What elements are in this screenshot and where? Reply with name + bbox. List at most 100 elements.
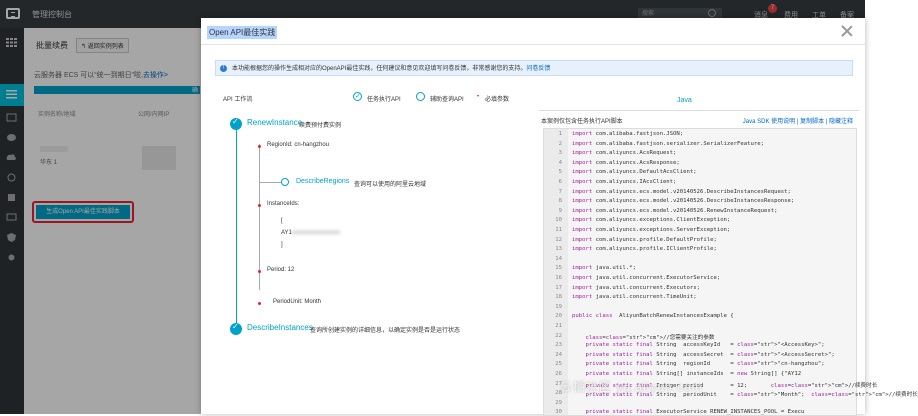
- page-title: 批量续费: [36, 41, 68, 50]
- line-number: 6: [558, 179, 562, 185]
- redacted-name: [40, 146, 68, 152]
- line-number: 30: [555, 409, 562, 416]
- back-to-list-button[interactable]: ↰ 返回实例列表: [76, 38, 129, 53]
- code-panel: Java 本案例仅包含任务执行API脚本 Java SDK 使用说明 | 复制脚…: [539, 92, 918, 416]
- line-number: 14: [555, 255, 562, 262]
- redacted-ip: [142, 146, 176, 170]
- cloud-icon[interactable]: [6, 153, 17, 162]
- nav-messages[interactable]: 消息: [754, 12, 768, 19]
- monitor-icon[interactable]: [6, 213, 17, 222]
- code-line: private static final ExecutorService REN…: [585, 409, 805, 416]
- param-period-unit: PeriodUnit: Month: [273, 299, 322, 305]
- code-line: private static final String accessSecret…: [585, 351, 835, 358]
- api-describe-instances[interactable]: DescribeInstances: [247, 323, 313, 332]
- line-number: 5: [558, 169, 562, 176]
- line-number: 24: [555, 351, 562, 358]
- info-icon: !: [220, 65, 227, 72]
- param-instance-ids: InstanceIds:: [267, 201, 300, 207]
- code-line: private static final String[] instanceId…: [585, 371, 802, 377]
- code-line: public class AliyunBatchRenewInstancesEx…: [572, 313, 734, 320]
- describe-regions-desc: 查询可以使用的阿里云地域: [354, 182, 427, 188]
- circle-icon: [416, 92, 425, 101]
- column-header-name: 实例名称/地域: [38, 112, 76, 118]
- code-line: import com.aliyuncs.IAcsClient;: [572, 179, 677, 185]
- param-region: RegionId: cn-hangzhou: [267, 142, 330, 148]
- code-line: import java.util.*;: [572, 265, 636, 272]
- code-line: private static final String regionId = c…: [585, 361, 825, 368]
- language-tabs: Java: [539, 92, 859, 111]
- code-line: import java.util.concurrent.ExecutorServ…: [572, 275, 721, 281]
- tab-java[interactable]: Java: [677, 97, 692, 104]
- bracket-close: ]: [281, 242, 283, 248]
- notice-link[interactable]: 去操作>: [142, 72, 168, 79]
- required-dot-icon: [258, 204, 261, 207]
- confirm-bar: 确: [34, 86, 200, 94]
- security-icon[interactable]: [6, 233, 17, 242]
- network-icon[interactable]: [6, 173, 17, 182]
- code-line: import com.alibaba.fastjson.serializer.S…: [572, 140, 764, 147]
- line-number: 11: [555, 227, 562, 233]
- code-actions: Java SDK 使用说明 | 复制脚本 | 隐藏注释: [742, 119, 853, 125]
- nav-tickets[interactable]: 工单: [812, 12, 826, 19]
- required-dot-icon: •: [477, 94, 480, 100]
- copy-script-link[interactable]: 复制脚本: [800, 119, 825, 125]
- line-number: 19: [555, 303, 562, 310]
- line-gutter: [544, 129, 568, 415]
- highlight-box: 生成Open API最佳实践脚本: [32, 201, 134, 223]
- search-input[interactable]: 搜索: [638, 8, 722, 20]
- line-number: 21: [555, 323, 562, 329]
- check-icon: [353, 92, 362, 101]
- line-number: 3: [558, 150, 562, 157]
- param-period: Period: 12: [267, 267, 295, 273]
- api-describe-regions[interactable]: DescribeRegions: [296, 178, 350, 185]
- console-title[interactable]: 管理控制台: [32, 10, 72, 19]
- line-number: 22: [555, 332, 562, 339]
- server-icon[interactable]: [6, 113, 17, 122]
- param-line: [259, 144, 260, 290]
- column-header-ip: 公网/内网IP: [138, 112, 170, 118]
- flow-label: API 工作流: [223, 97, 253, 103]
- renew-page: 批量续费 ↰ 返回实例列表 云服务器 ECS 可以“统一到期日”啦,去操作> 确…: [24, 28, 200, 414]
- bracket-open: [: [281, 218, 283, 224]
- code-line: import com.aliyuncs.profile.IClientProfi…: [572, 246, 717, 253]
- sdk-guide-link[interactable]: Java SDK 使用说明: [742, 119, 796, 125]
- line-number: 10: [555, 217, 562, 224]
- generate-openapi-script-button[interactable]: 生成Open API最佳实践脚本: [36, 205, 130, 219]
- code-panel-title: 本案例仅包含任务执行API脚本: [541, 119, 623, 125]
- required-dot-icon: [258, 145, 261, 148]
- line-number: 9: [558, 207, 562, 214]
- search-icon[interactable]: [708, 9, 716, 17]
- watermark: 云栖社区 yq.aliyun.com: [560, 380, 703, 394]
- storage-icon[interactable]: [6, 193, 17, 202]
- line-number: 4: [558, 159, 562, 166]
- menu-icon[interactable]: [6, 90, 17, 99]
- required-dot-icon: [258, 270, 261, 273]
- grid-icon[interactable]: [6, 38, 17, 47]
- line-number: 18: [555, 294, 562, 301]
- code-line: class=class="str">"cm">//您需要关注的参数: [585, 334, 715, 341]
- code-line: private static final Integer period = 12…: [585, 382, 878, 389]
- line-number: 1: [558, 131, 562, 137]
- message-count-badge: 7: [768, 4, 777, 13]
- info-banner: ! 本功能根据您的操作生成相对应的OpenAPI最佳实践，任何建议和意见欢迎填写…: [215, 60, 853, 76]
- api-renew-instance[interactable]: RenewInstance: [247, 118, 303, 127]
- nav-filing[interactable]: 备案: [840, 12, 854, 19]
- aliyun-logo-icon[interactable]: [6, 8, 20, 19]
- survey-link[interactable]: 问卷反馈: [526, 66, 551, 72]
- region-cell: 华东 1: [40, 160, 58, 166]
- close-icon[interactable]: [841, 25, 853, 37]
- nav-billing[interactable]: 费用: [784, 12, 798, 19]
- hide-comments-link[interactable]: 隐藏注释: [828, 119, 853, 125]
- line-number: 28: [555, 390, 562, 397]
- legend-must: •必填参数: [477, 94, 510, 103]
- line-number: 17: [555, 284, 562, 291]
- legend-optional: 辅助查询API: [416, 92, 464, 103]
- line-number: 13: [555, 246, 562, 253]
- settings-icon[interactable]: [6, 253, 17, 262]
- describe-instances-node-icon: [230, 322, 242, 335]
- code-line: import com.aliyuncs.exceptions.ServerExc…: [572, 227, 731, 233]
- code-line: import com.aliyuncs.ecs.model.v20140526.…: [572, 198, 795, 205]
- database-icon[interactable]: [6, 133, 17, 142]
- code-line: private static final String accessKeyId …: [585, 342, 825, 349]
